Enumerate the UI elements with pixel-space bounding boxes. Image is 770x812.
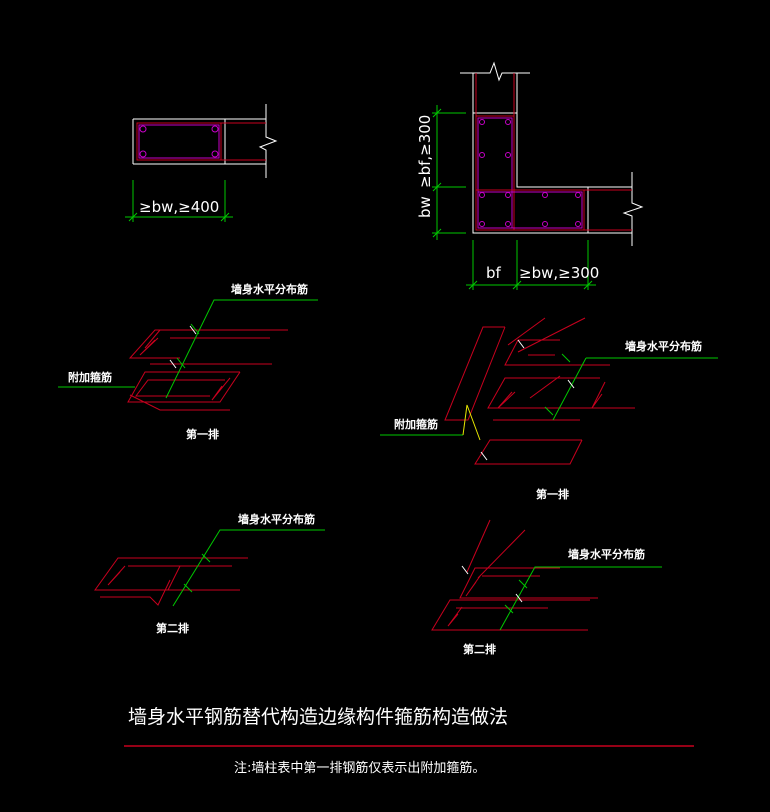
label-first-row: 第一排 [536, 487, 569, 501]
leader-tick [561, 353, 571, 363]
section-b-dim-horizontal: ≥bw,≥300 [519, 264, 599, 282]
leader-tick [190, 323, 200, 335]
section-b-rebar-dot [505, 119, 511, 125]
leader-line [165, 299, 318, 399]
extra-stirrup [444, 326, 506, 421]
section-b-stirrup-horizontal-inner [477, 191, 583, 229]
section-a-dim-text: ≥bw,≥400 [139, 198, 219, 216]
tick-mark [189, 325, 197, 335]
tick-mark [517, 339, 525, 349]
drawing-title: 墙身水平钢筋替代构造边缘构件箍筋构造做法 [128, 706, 508, 728]
label-extra-stirrup: 附加箍筋 [68, 370, 112, 384]
section-b-stirrup-vertical [475, 115, 515, 231]
detail-right-second-row: 墙身水平分布筋 第二排 [431, 519, 662, 656]
leader-tick [518, 579, 528, 589]
label-horizontal-rebar: 墙身水平分布筋 [625, 339, 702, 353]
section-b-corner-column: ≥bf,≥300 bw bf ≥bw,≥300 [416, 61, 644, 290]
tick-mark [169, 359, 177, 369]
horizontal-rebar [459, 567, 598, 599]
stirrup-hook [139, 337, 159, 356]
vertical-rebar [466, 519, 491, 573]
vertical-rebar [477, 529, 526, 579]
leader-tick [544, 406, 554, 416]
tick-mark [515, 593, 523, 603]
section-a-rebar-dot [139, 125, 147, 133]
label-horizontal-rebar: 墙身水平分布筋 [238, 512, 315, 526]
vertical-rebar [507, 317, 546, 346]
extra-stirrup [474, 439, 583, 465]
horizontal-rebar [129, 394, 230, 411]
section-b-rebar-dot [479, 152, 485, 158]
vertical-rebar [529, 375, 561, 399]
stirrup-hook [465, 575, 481, 597]
section-b-break-symbol-top [460, 61, 530, 82]
label-extra-stirrup: 附加箍筋 [394, 417, 438, 431]
section-b-rebar-dot [575, 221, 581, 227]
section-b-stirrup-vertical-inner [477, 117, 513, 229]
section-b-outline [472, 73, 632, 234]
leader-tick [201, 553, 211, 563]
leader-tick [183, 583, 193, 593]
leader-line [499, 566, 662, 631]
leader-line-alt [462, 404, 481, 441]
section-a-rebar-dot [211, 125, 219, 133]
section-b-dim-vertical: ≥bf,≥300 [416, 115, 434, 188]
section-b-rebar-dot [505, 192, 511, 198]
horizontal-rebar [128, 329, 288, 359]
horizontal-rebar [100, 579, 171, 606]
detail-left-first-row: 墙身水平分布筋 附加箍筋 第一排 [58, 282, 318, 441]
section-b-break-symbol-right [622, 172, 644, 246]
horizontal-rebar [94, 557, 248, 591]
leader-line [552, 357, 587, 421]
section-b-dimension-horizontal [466, 240, 596, 290]
section-a-end-column: ≥bw,≥400 [125, 104, 278, 222]
section-b-dimension-vertical [432, 105, 466, 240]
section-a-break-symbol [258, 104, 278, 178]
detail-right-first-row: 墙身水平分布筋 附加箍筋 第一排 [380, 317, 718, 501]
section-b-label-bf: bf [486, 264, 502, 282]
extra-stirrup-hook [211, 377, 231, 401]
section-b-stirrup-horizontal [475, 189, 585, 231]
section-b-rebar-dot [575, 192, 581, 198]
extra-stirrup-inner [135, 379, 225, 397]
tick-mark [461, 565, 469, 575]
leader-line [172, 529, 325, 607]
section-b-rebar-dot [505, 221, 511, 227]
stirrup-hook [497, 391, 516, 409]
horizontal-rebar [487, 377, 635, 409]
section-b-outline-inner [516, 73, 632, 188]
stirrup-hook [107, 565, 126, 586]
section-b-rebar-dot [479, 119, 485, 125]
section-b-rebar-dot [479, 221, 485, 227]
section-b-rebar-dot [542, 192, 548, 198]
label-second-row: 第二排 [156, 621, 189, 635]
drawing-note: 注:墙柱表中第一排钢筋仅表示出附加箍筋。 [234, 760, 485, 776]
section-b-rebar-dot [505, 152, 511, 158]
tick-mark [567, 379, 575, 389]
section-b-rebar-dot [542, 221, 548, 227]
detail-left-second-row: 墙身水平分布筋 第二排 [94, 512, 325, 635]
section-b-rebar-dot [479, 192, 485, 198]
section-a-stirrup-inner [138, 124, 220, 159]
vertical-rebar [517, 317, 586, 353]
section-a-rebar-dot [211, 150, 219, 158]
label-horizontal-rebar: 墙身水平分布筋 [231, 282, 308, 296]
stirrup-hook [447, 606, 463, 627]
section-b-label-bw: bw [416, 196, 434, 218]
horizontal-rebar [504, 339, 610, 366]
section-a-dimension [125, 180, 233, 222]
stirrup-hook [167, 565, 181, 591]
stirrup-hook [144, 329, 161, 349]
section-a-stirrup-outer [136, 122, 222, 161]
extra-stirrup [127, 371, 241, 403]
leader-tick [176, 357, 186, 369]
tick-mark [480, 451, 488, 461]
label-horizontal-rebar: 墙身水平分布筋 [568, 547, 645, 561]
leader-tick [504, 604, 514, 614]
label-second-row: 第二排 [463, 642, 496, 656]
section-a-rebar-dot [139, 150, 147, 158]
label-first-row: 第一排 [186, 427, 219, 441]
stirrup-hook [591, 381, 606, 409]
